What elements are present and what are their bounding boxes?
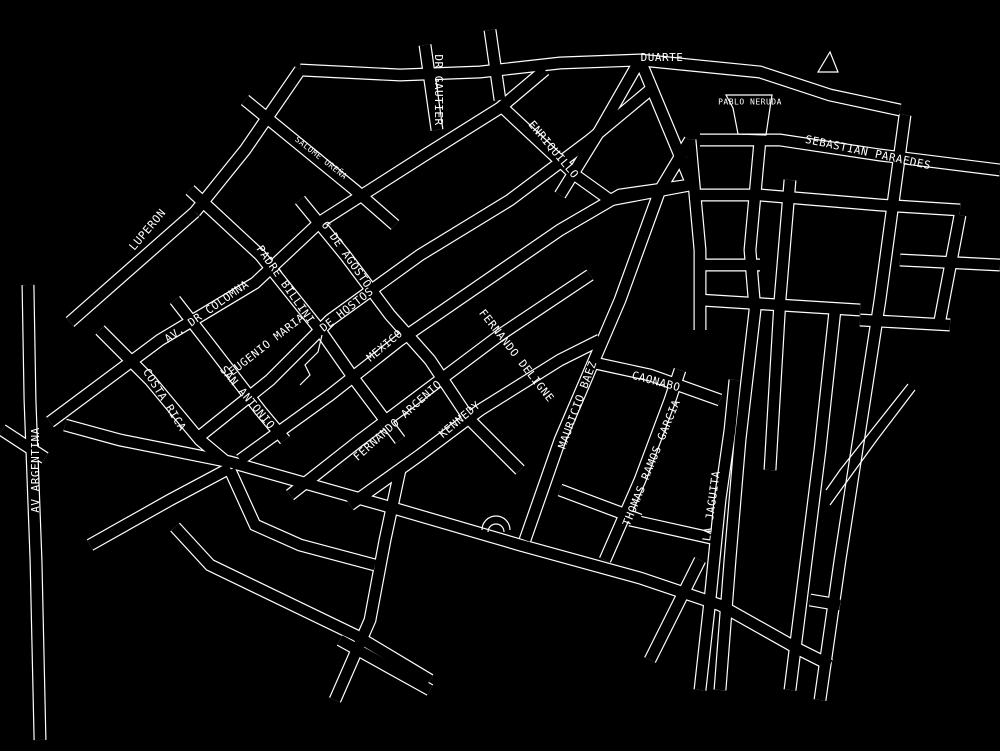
street-segment: [22, 284, 46, 741]
street-segment: [558, 485, 642, 525]
street-segment: [700, 134, 1000, 176]
street-segment: [484, 29, 506, 101]
street-segment: [699, 294, 861, 316]
street-segment: [286, 270, 593, 500]
street-segment: [784, 309, 841, 691]
street-segment: [609, 179, 691, 206]
street-segment: [299, 54, 902, 116]
street-segment: [87, 463, 233, 550]
street-segment: [645, 557, 705, 663]
street-segment: [694, 379, 741, 691]
street-segment: [899, 254, 1000, 271]
triangle-island: [816, 50, 839, 73]
label-pablo-neruda: PABLO NERUDA: [718, 98, 782, 107]
diagonal-road-edge-1: [829, 389, 916, 506]
street-segment: [225, 467, 377, 571]
irregular-lane: [299, 334, 323, 386]
street-segment: [330, 468, 406, 703]
diagonal-road-edge-2: [825, 383, 909, 491]
street-segment: [809, 594, 841, 611]
street-segment: [690, 189, 961, 216]
street-segment: [96, 326, 234, 470]
street-segment: [66, 208, 199, 326]
street-segment: [714, 139, 766, 691]
street-segment: [635, 57, 695, 183]
label-duarte: DUARTE: [641, 51, 684, 64]
street-segment: [628, 514, 722, 546]
street-fills: [0, 29, 1000, 741]
label-av-argentina: AV ARGENTINA: [29, 427, 42, 512]
street-segment: [171, 523, 433, 685]
street-segment: [241, 95, 399, 229]
label-dr-gautier: DR GAUTIER: [432, 54, 445, 125]
street-segment: [519, 137, 695, 542]
roundabout: [481, 515, 511, 533]
pablo-neruda-block: [724, 94, 773, 136]
map-extras: [299, 50, 916, 533]
street-segment: [859, 314, 951, 331]
street-segment: [555, 57, 645, 198]
street-segment: [588, 356, 722, 405]
street-segment: [0, 425, 48, 463]
street-segment: [63, 419, 833, 670]
street-segment: [190, 66, 305, 216]
street-segment: [419, 44, 443, 131]
street-segment: [170, 296, 290, 444]
